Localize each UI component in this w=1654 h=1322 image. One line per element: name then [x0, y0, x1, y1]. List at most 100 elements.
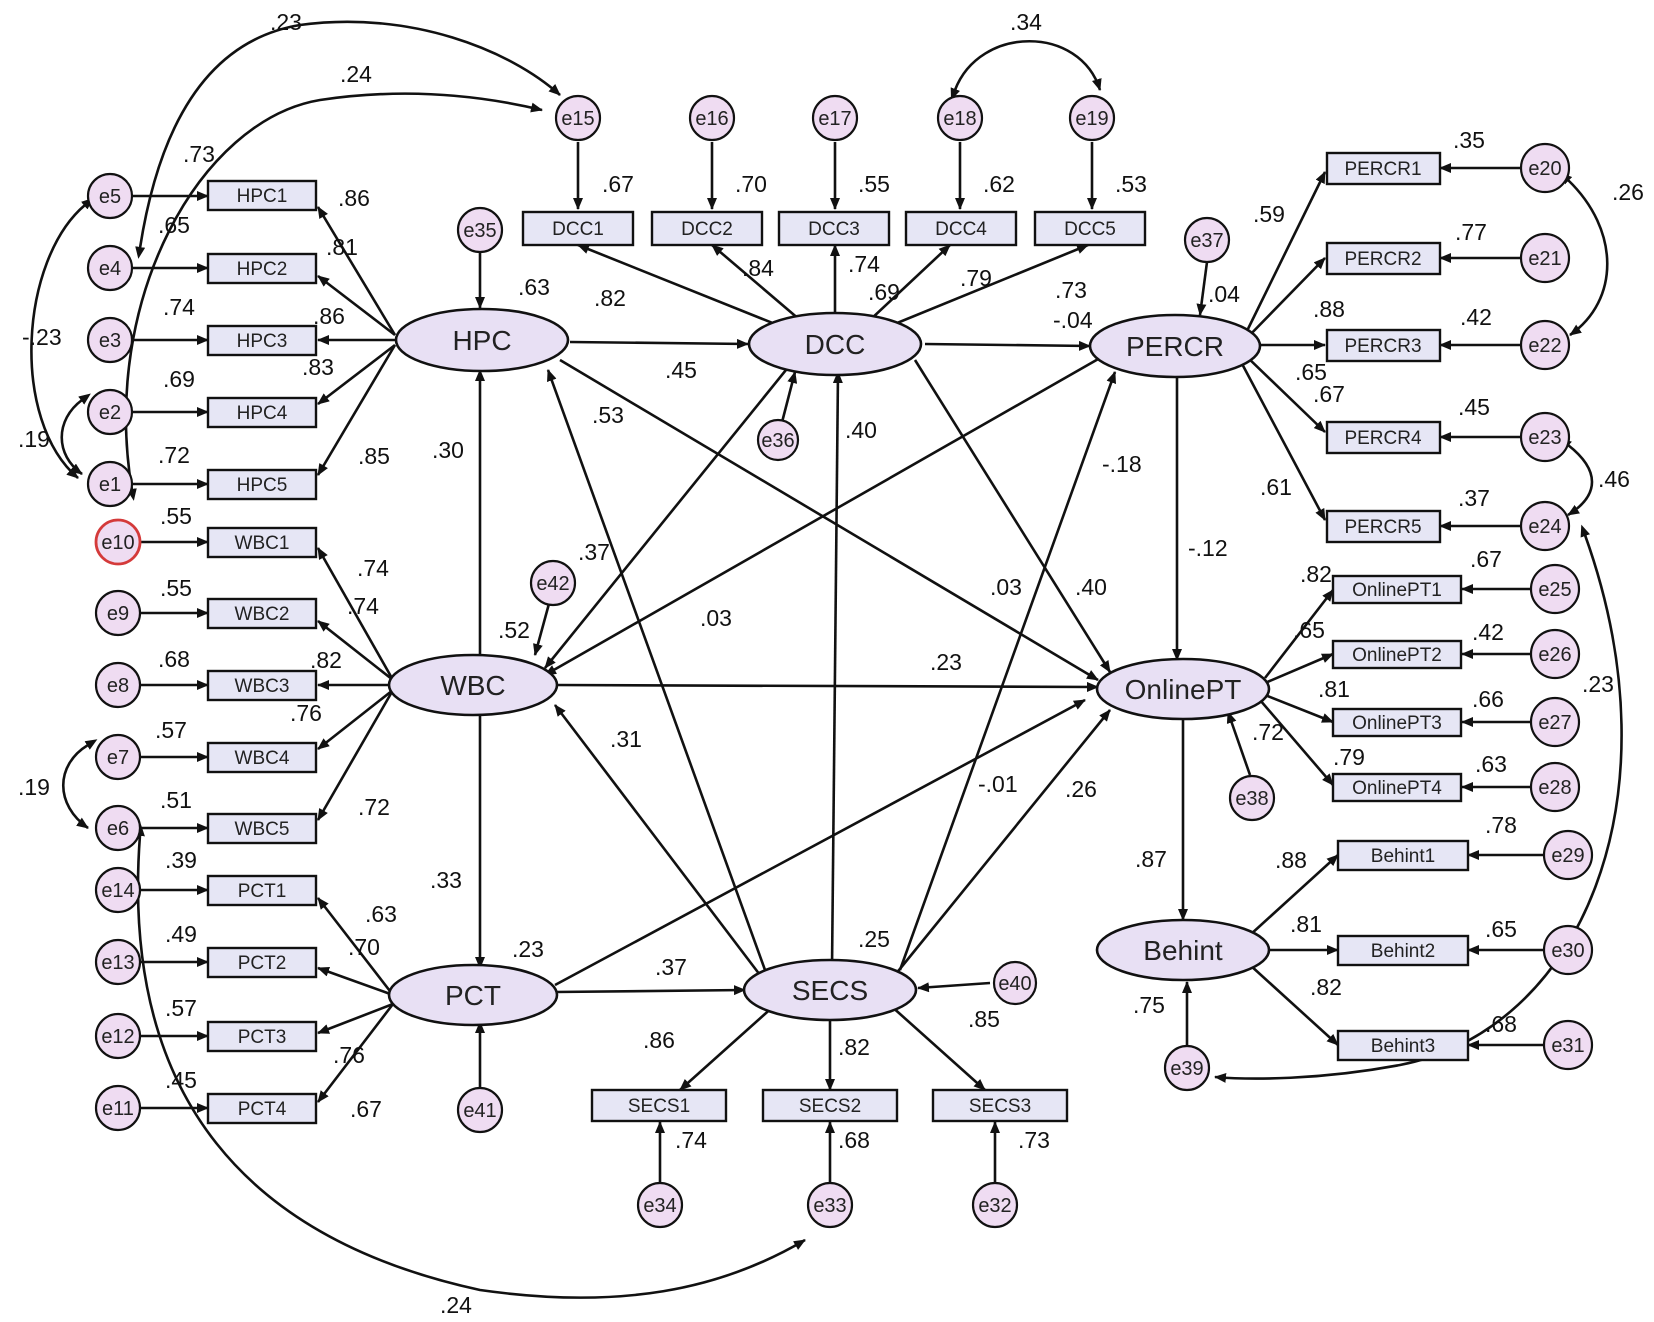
path-hpc-dcc: [569, 338, 749, 349]
coef-label: .86: [643, 1027, 675, 1053]
svg-text:e42: e42: [536, 573, 569, 595]
svg-text:e31: e31: [1551, 1035, 1584, 1057]
svg-text:DCC5: DCC5: [1064, 219, 1116, 240]
indicator-wbc1: WBC1: [206, 526, 318, 559]
coef-label: .55: [160, 503, 192, 529]
svg-text:e36: e36: [761, 430, 794, 452]
error-e27: e27: [1529, 696, 1581, 748]
error-e18: e18: [936, 94, 984, 142]
coef-label: .33: [430, 867, 462, 893]
indicator-secs3: SECS3: [931, 1088, 1069, 1123]
svg-text:DCC1: DCC1: [552, 219, 604, 240]
coef-label: .52: [498, 617, 530, 643]
svg-text:e2: e2: [99, 402, 121, 424]
path-dcc-wbc: [543, 364, 792, 669]
indicator-hpc1: HPC1: [206, 179, 318, 212]
path-percr-percr5: [1238, 359, 1327, 521]
indicator-percr5: PERCR5: [1325, 509, 1442, 544]
coef-label: .83: [302, 354, 334, 380]
cov-e5-e1-n023: [30, 197, 94, 479]
svg-text:DCC: DCC: [805, 329, 866, 360]
latent-pct: PCT: [387, 963, 559, 1027]
coef-label: .55: [160, 575, 192, 601]
error-e10: e10: [94, 518, 142, 566]
coef-label: .75: [1133, 992, 1165, 1018]
path-secs-dcc: [830, 371, 843, 969]
svg-text:e5: e5: [99, 186, 121, 208]
indicator-secs2: SECS2: [761, 1088, 899, 1123]
coef-label: .53: [1115, 171, 1147, 197]
coef-label: .55: [858, 171, 890, 197]
coef-label: .53: [592, 402, 624, 428]
path-secs-hpc: [546, 369, 767, 971]
coef-label: .84: [742, 255, 774, 281]
svg-text:OnlinePT1: OnlinePT1: [1352, 580, 1442, 601]
coef-label: .24: [440, 1292, 472, 1318]
coef-label: .70: [735, 171, 767, 197]
coef-label: .86: [313, 303, 345, 329]
latent-onlinept: OnlinePT: [1095, 657, 1271, 721]
coef-label: .69: [868, 279, 900, 305]
svg-text:HPC3: HPC3: [237, 331, 288, 352]
latent-secs: SECS: [742, 958, 918, 1022]
svg-text:PERCR5: PERCR5: [1344, 517, 1421, 538]
coef-label: .03: [990, 574, 1022, 600]
path-percr-percr2: [1244, 257, 1326, 341]
svg-text:e37: e37: [1190, 230, 1223, 252]
error-e4: e4: [86, 244, 134, 292]
indicator-onlinept1: OnlinePT1: [1331, 574, 1463, 605]
svg-text:e4: e4: [99, 258, 121, 280]
svg-text:OnlinePT3: OnlinePT3: [1352, 713, 1442, 734]
svg-text:OnlinePT: OnlinePT: [1125, 674, 1242, 705]
indicator-hpc5: HPC5: [206, 468, 318, 501]
svg-text:PCT: PCT: [445, 980, 501, 1011]
svg-text:Behint3: Behint3: [1371, 1036, 1435, 1057]
error-e28: e28: [1529, 761, 1581, 813]
svg-text:e15: e15: [561, 108, 594, 130]
coef-label: .74: [347, 593, 379, 619]
error-e20: e20: [1519, 142, 1571, 194]
error-e21: e21: [1519, 232, 1571, 284]
coef-label: -.04: [1053, 307, 1093, 333]
svg-text:PCT1: PCT1: [238, 881, 287, 902]
svg-text:e11: e11: [102, 1098, 134, 1120]
path-pct-secs: [554, 985, 746, 996]
svg-text:e27: e27: [1538, 712, 1571, 734]
svg-text:e10: e10: [101, 532, 134, 554]
cov-e20-e22-026: [1560, 172, 1609, 337]
coef-label: .86: [338, 185, 370, 211]
path-wbc-onlinept: [554, 681, 1099, 692]
svg-text:e39: e39: [1170, 1058, 1203, 1080]
svg-text:e30: e30: [1551, 940, 1584, 962]
coef-label: .40: [1075, 574, 1107, 600]
svg-text:WBC2: WBC2: [235, 604, 290, 625]
path-dcc-dcc2: [711, 244, 801, 321]
coef-label: .67: [602, 171, 634, 197]
indicator-percr1: PERCR1: [1325, 151, 1442, 186]
svg-text:Behint: Behint: [1143, 935, 1223, 966]
svg-text:e19: e19: [1075, 108, 1108, 130]
path-percr-wbc: [544, 356, 1101, 677]
svg-text:WBC4: WBC4: [235, 748, 290, 769]
coef-label: .72: [358, 794, 390, 820]
path-secs-wbc: [553, 704, 762, 976]
error-e15: e15: [554, 94, 602, 142]
svg-text:HPC5: HPC5: [237, 475, 288, 496]
svg-text:e21: e21: [1528, 248, 1561, 270]
svg-text:HPC: HPC: [452, 325, 511, 356]
coef-label: .76: [333, 1042, 365, 1068]
coef-label: .73: [1018, 1127, 1050, 1153]
svg-text:e18: e18: [943, 108, 976, 130]
coef-label: .77: [1455, 219, 1487, 245]
indicator-dcc1: DCC1: [521, 210, 635, 247]
coef-label: .72: [1252, 719, 1284, 745]
path-secs-onlinept: [893, 709, 1112, 976]
coef-label: .04: [1208, 281, 1240, 307]
svg-text:e29: e29: [1551, 845, 1584, 867]
svg-text:Behint1: Behint1: [1371, 846, 1435, 867]
path-dcc-percr: [924, 340, 1091, 351]
error-e33: e33: [806, 1181, 854, 1229]
svg-text:e35: e35: [463, 220, 496, 242]
indicator-onlinept2: OnlinePT2: [1331, 639, 1463, 670]
